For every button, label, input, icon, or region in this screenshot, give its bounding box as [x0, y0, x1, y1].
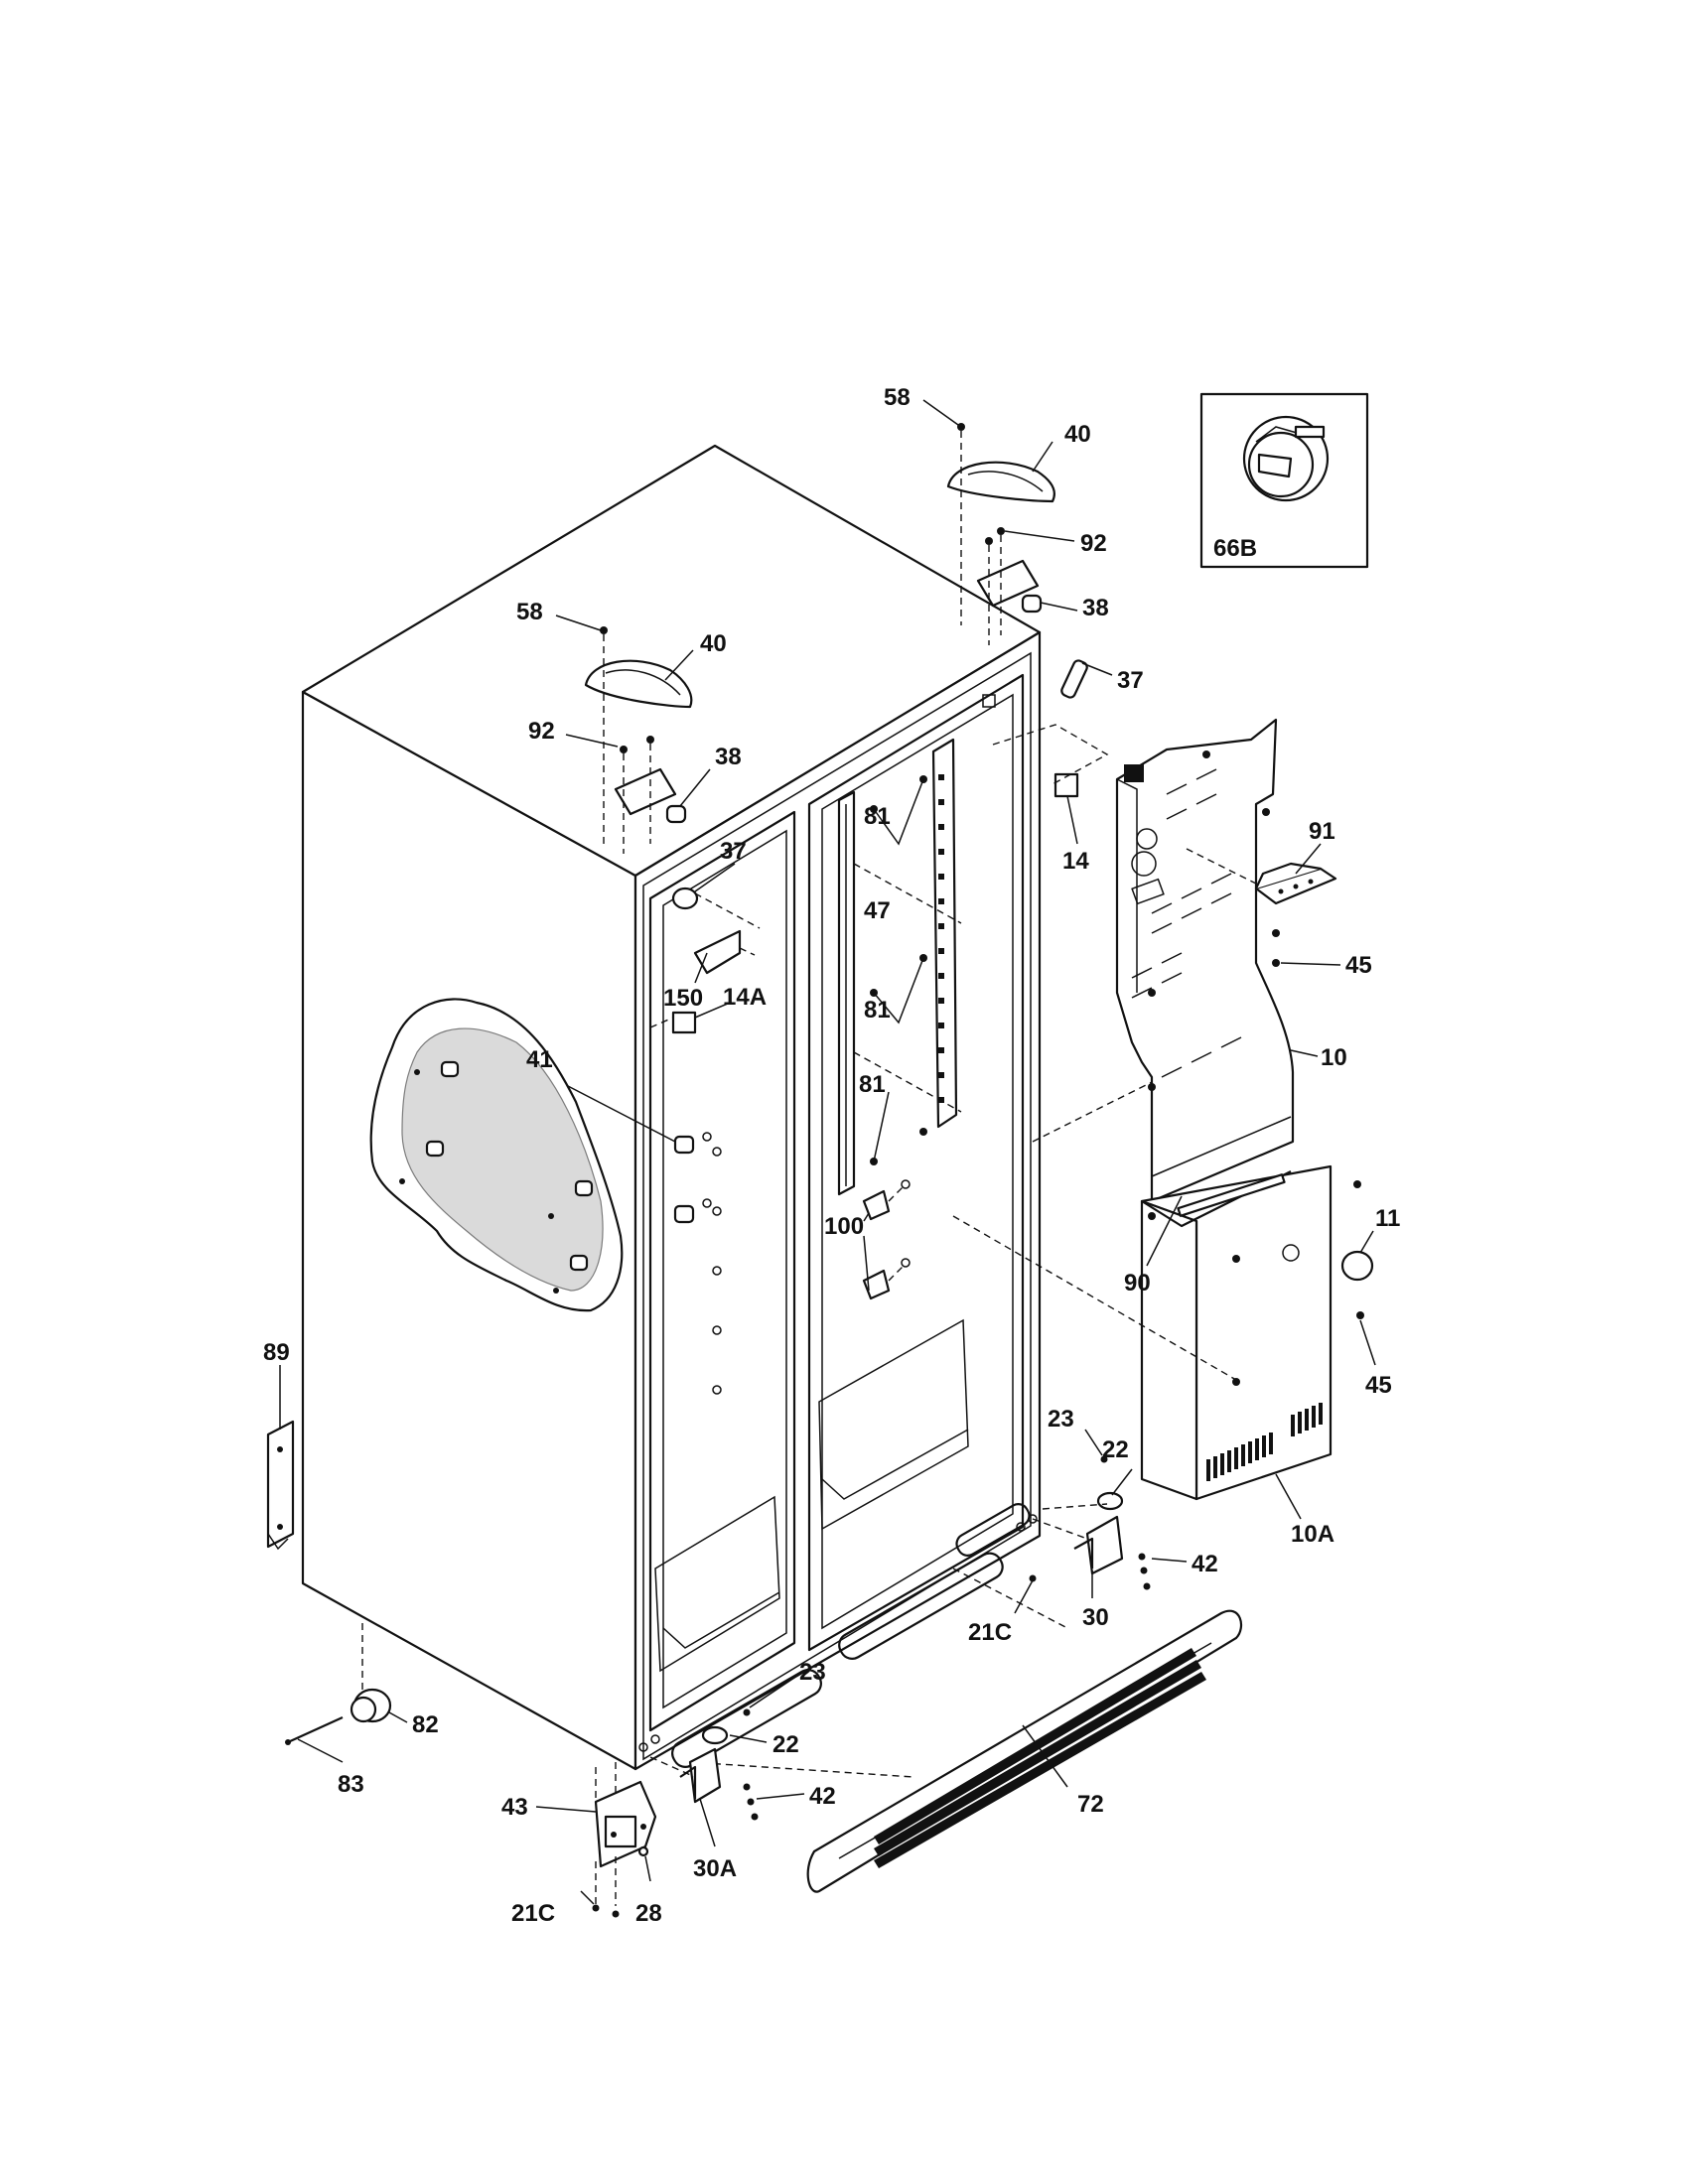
label-72: 72: [1077, 1791, 1104, 1818]
label-45-lower: 45: [1365, 1372, 1392, 1399]
part-37-right: [1060, 659, 1088, 699]
label-150: 150: [663, 985, 703, 1012]
part-100: [862, 1179, 911, 1300]
insulation-cutaway: [369, 998, 624, 1312]
label-23-left: 23: [799, 1659, 826, 1686]
label-92-left: 92: [528, 718, 555, 745]
label-89: 89: [263, 1339, 290, 1366]
label-47: 47: [864, 897, 891, 924]
label-22-right: 22: [1102, 1436, 1129, 1463]
label-22-left: 22: [772, 1731, 799, 1758]
part-labels: 58 40 92 38 37 58 40 92 38 14 37 81 150 …: [263, 384, 1400, 1927]
label-81-bottom: 81: [859, 1071, 886, 1098]
part-37-left: [671, 887, 699, 910]
part-82-83: [285, 1623, 392, 1745]
label-81-middle: 81: [864, 997, 891, 1024]
label-30: 30: [1082, 1604, 1109, 1631]
label-14a: 14A: [723, 984, 767, 1011]
shelf-rails: [837, 738, 962, 1196]
label-43: 43: [501, 1794, 528, 1821]
label-42-left: 42: [809, 1783, 836, 1810]
label-100: 100: [824, 1213, 864, 1240]
label-23-right: 23: [1048, 1406, 1074, 1433]
part-150: [693, 929, 742, 975]
leader-lines: [279, 399, 1374, 1905]
label-38-left: 38: [715, 744, 742, 770]
label-58-right: 58: [884, 384, 911, 411]
part-10a-panel: [1140, 1164, 1333, 1501]
label-38-right: 38: [1082, 595, 1109, 621]
part-91: [1186, 848, 1337, 905]
part-14a: [671, 1011, 697, 1034]
label-83: 83: [338, 1771, 364, 1798]
label-37-right: 37: [1117, 667, 1144, 694]
bottom-hinge-left: [592, 1708, 759, 1918]
label-21c-left: 21C: [511, 1900, 555, 1927]
part-10-panel: [1115, 718, 1295, 1203]
label-91: 91: [1309, 818, 1335, 845]
label-28: 28: [635, 1900, 662, 1927]
part-11-plug: [1340, 1250, 1374, 1282]
label-10a: 10A: [1291, 1521, 1334, 1548]
label-11: 11: [1375, 1205, 1400, 1232]
part-72-kickplate: [806, 1609, 1243, 1893]
label-30a: 30A: [693, 1855, 737, 1882]
label-41: 41: [526, 1046, 553, 1073]
part-45-screw-upper: [1272, 959, 1280, 967]
inset-66b: [1199, 392, 1369, 569]
label-92-right: 92: [1080, 530, 1107, 557]
label-40-left: 40: [700, 630, 727, 657]
label-45-upper: 45: [1345, 952, 1372, 979]
label-58-left: 58: [516, 599, 543, 625]
label-90: 90: [1124, 1270, 1151, 1297]
label-42-right: 42: [1192, 1551, 1218, 1577]
part-45-screw-lower: [1353, 1180, 1361, 1188]
part-89-bracket: [266, 1420, 295, 1551]
label-10: 10: [1321, 1044, 1347, 1071]
label-66b: 66B: [1213, 535, 1257, 562]
top-hinge-left: [584, 626, 693, 854]
bottom-hinge-right: [1029, 1455, 1151, 1590]
label-81-top: 81: [864, 803, 891, 830]
top-hinge-right: [946, 423, 1055, 645]
label-82: 82: [412, 1711, 439, 1738]
label-14: 14: [1062, 848, 1089, 875]
label-40-right: 40: [1064, 421, 1091, 448]
label-37-left: 37: [720, 838, 747, 865]
label-21c-right: 21C: [968, 1619, 1012, 1646]
part-14: [1053, 772, 1079, 798]
